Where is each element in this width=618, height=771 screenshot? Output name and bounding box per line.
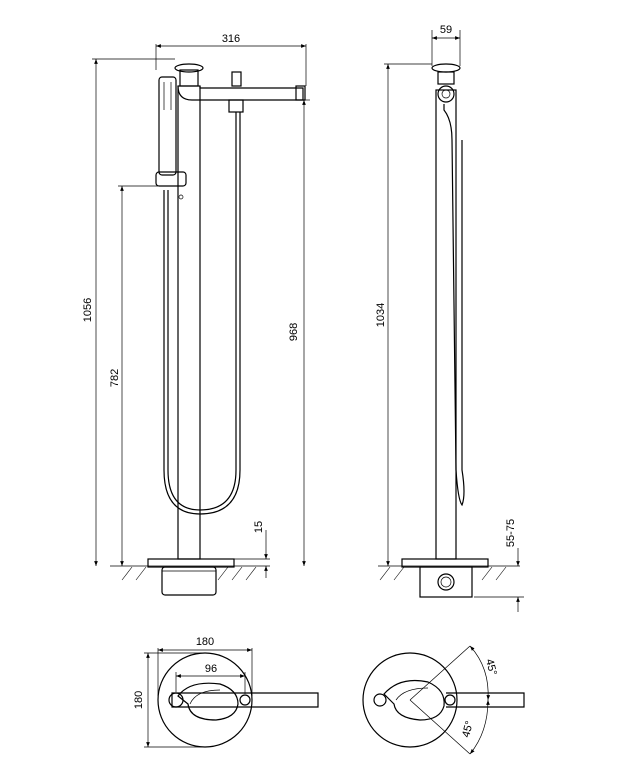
hose-connector-front: [228, 99, 244, 113]
dim-holder-height: 782: [109, 369, 121, 387]
spout-top-right: [446, 692, 525, 708]
dim-spout-length: 316: [222, 33, 240, 45]
dim-total-height: 1056: [82, 298, 94, 322]
top-view-dimensions: 180 96 180: [133, 636, 319, 748]
dim-angle-top: 45°: [483, 658, 499, 677]
mixer-lever-front: [174, 63, 204, 73]
base-circle-top-right: [362, 652, 458, 748]
hand-shower: [158, 76, 177, 176]
column-front: [177, 85, 201, 560]
dim-side-height: 1034: [375, 303, 387, 327]
front-view: 316 1056 782 968 15: [82, 33, 310, 596]
hose-front: [167, 112, 237, 511]
dim-angle-bottom: 45°: [460, 720, 476, 739]
lever-top-right: [383, 679, 445, 721]
lever-top-left: [177, 682, 239, 721]
dim-base-height: 180: [133, 691, 145, 709]
inlet-connector: [437, 573, 455, 591]
mixer-body-front: [179, 69, 199, 87]
base-body-side: [419, 566, 473, 598]
angle-arc-bottom: [469, 699, 490, 755]
base-body-front: [161, 566, 217, 596]
side-view: 59 1034 55-75: [375, 24, 524, 612]
dim-base-diameter: 180: [196, 636, 214, 648]
dim-base-thickness: 15: [253, 521, 265, 533]
column-side: [435, 89, 457, 560]
spout-top-left: [171, 692, 319, 708]
top-view-angles: 45° 45°: [362, 645, 525, 755]
mixer-lever-side: [431, 63, 461, 73]
spout-end-side: [437, 85, 455, 103]
floor-hatch-side: [379, 566, 507, 581]
hose-side: [443, 104, 465, 507]
floor-hatch-front: [121, 566, 257, 581]
dim-spout-height: 968: [288, 323, 300, 341]
dim-floor-offset: 55-75: [505, 519, 517, 547]
spout-front: [177, 85, 304, 101]
angle-arc-top: [469, 645, 491, 701]
diverter-knob: [231, 71, 242, 87]
dim-bolt-spacing: 96: [205, 663, 217, 675]
handshower-holder: [155, 171, 187, 187]
dim-side-depth: 59: [440, 24, 452, 36]
